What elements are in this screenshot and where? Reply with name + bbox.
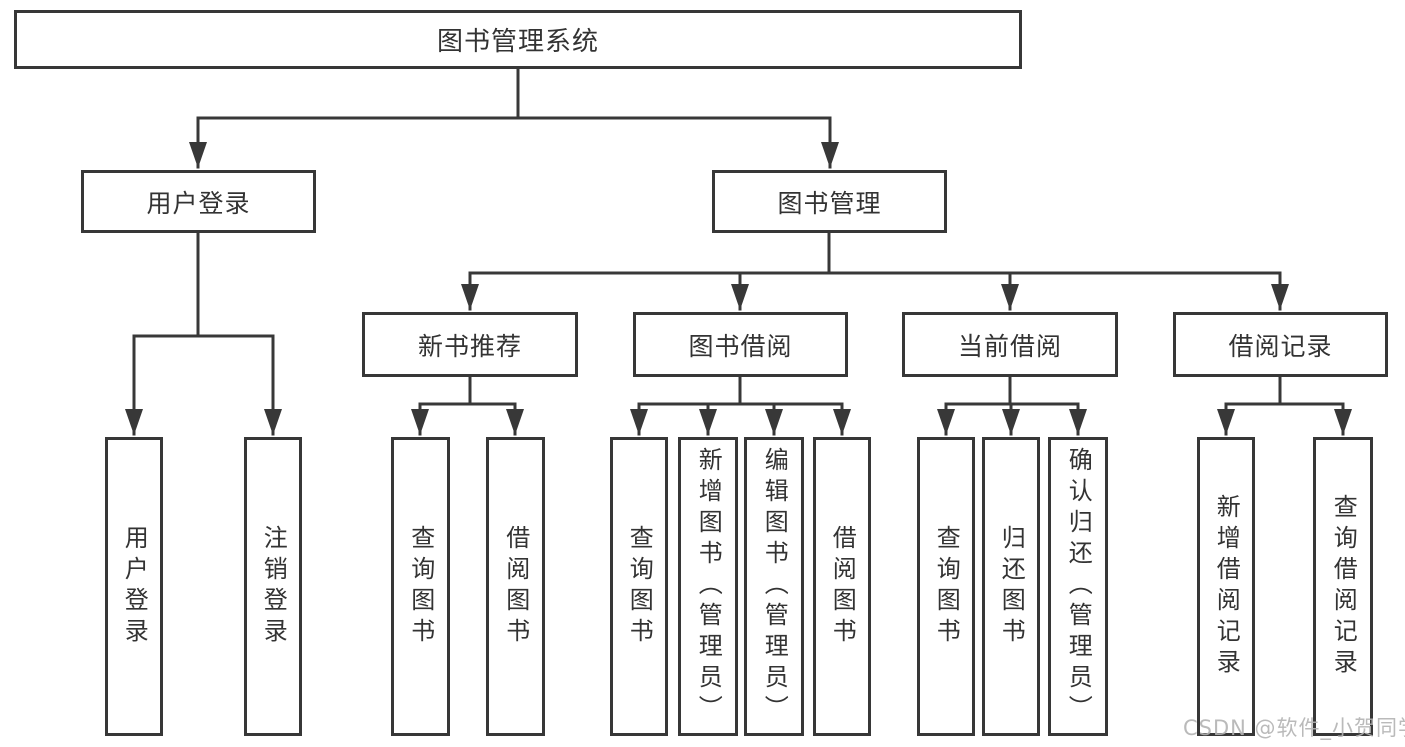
csdn-watermark: CSDN @软件_小贺同学 xyxy=(1183,716,1405,740)
connector-borrow-records-to-leaves xyxy=(1217,375,1352,436)
leaf-add-borrow-record: 新增借阅记录 xyxy=(1197,437,1255,736)
leaf-label: 借阅图书 xyxy=(501,524,530,649)
leaf-label: 用户登录 xyxy=(120,524,149,649)
node-label: 借阅记录 xyxy=(1228,331,1333,361)
node-label: 图书借阅 xyxy=(688,331,793,361)
leaf-query-books-recommend: 查询图书 xyxy=(391,437,450,736)
leaf-label: 确认归还（管理员） xyxy=(1064,447,1093,726)
node-book-management: 图书管理 xyxy=(712,170,947,233)
node-current-borrow: 当前借阅 xyxy=(902,312,1118,377)
node-user-login: 用户登录 xyxy=(81,170,316,233)
node-label: 新书推荐 xyxy=(417,331,522,361)
node-label: 当前借阅 xyxy=(957,331,1062,361)
connector-root-to-level2 xyxy=(189,67,839,169)
node-library-management-system: 图书管理系统 xyxy=(14,10,1022,69)
leaf-label: 新增借阅记录 xyxy=(1212,493,1241,680)
node-borrow-records: 借阅记录 xyxy=(1173,312,1388,377)
connector-book-borrow-to-leaves xyxy=(630,375,851,436)
leaf-user-login: 用户登录 xyxy=(105,437,163,736)
connector-book-management-to-level3 xyxy=(461,231,1289,311)
leaf-logout: 注销登录 xyxy=(244,437,302,736)
leaf-label: 查询图书 xyxy=(932,524,961,649)
leaf-label: 注销登录 xyxy=(259,524,288,649)
leaf-label: 归还图书 xyxy=(997,524,1026,649)
node-label: 图书管理 xyxy=(777,188,882,218)
leaf-query-books-current: 查询图书 xyxy=(917,437,975,736)
leaf-query-borrow-record: 查询借阅记录 xyxy=(1313,437,1373,736)
leaf-label: 新增图书（管理员） xyxy=(694,447,723,726)
leaf-edit-books-admin: 编辑图书（管理员） xyxy=(744,437,804,736)
connector-current-borrow-to-leaves xyxy=(937,375,1087,436)
node-label: 用户登录 xyxy=(146,188,251,218)
leaf-label: 编辑图书（管理员） xyxy=(760,447,789,726)
leaf-add-books-admin: 新增图书（管理员） xyxy=(678,437,738,736)
leaf-return-books: 归还图书 xyxy=(982,437,1040,736)
connector-user-login-to-leaves xyxy=(125,231,282,436)
leaf-label: 查询借阅记录 xyxy=(1329,493,1358,680)
connector-new-book-recommend-to-leaves xyxy=(411,375,524,436)
node-book-borrow: 图书借阅 xyxy=(633,312,848,377)
leaf-label: 借阅图书 xyxy=(828,524,857,649)
node-label: 图书管理系统 xyxy=(436,27,599,57)
leaf-borrow-books-recommend: 借阅图书 xyxy=(486,437,545,736)
leaf-label: 查询图书 xyxy=(625,524,654,649)
leaf-label: 查询图书 xyxy=(406,524,435,649)
leaf-confirm-return-admin: 确认归还（管理员） xyxy=(1048,437,1108,736)
leaf-borrow-books: 借阅图书 xyxy=(813,437,871,736)
node-new-book-recommend: 新书推荐 xyxy=(362,312,578,377)
leaf-query-books-borrow: 查询图书 xyxy=(610,437,668,736)
